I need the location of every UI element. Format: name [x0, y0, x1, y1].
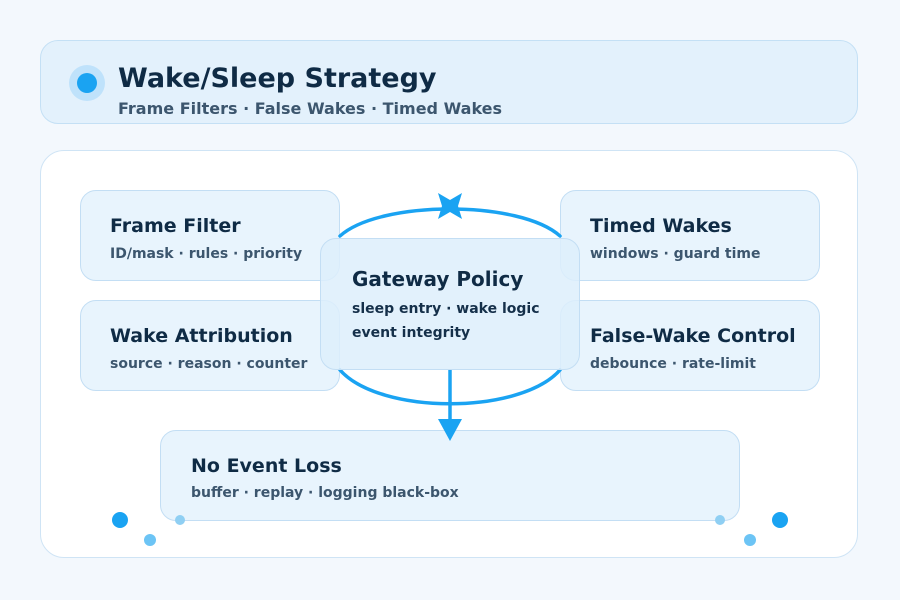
arrow-down-icon — [438, 419, 462, 441]
card-no-event-loss-sub: buffer · replay · logging black-box — [191, 485, 459, 501]
card-false-wake-control-title: False-Wake Control — [590, 325, 796, 347]
card-false-wake-control-sub: debounce · rate-limit — [590, 356, 756, 372]
card-wake-attribution-sub: source · reason · counter — [110, 356, 308, 372]
card-timed-wakes-sub: windows · guard time — [590, 246, 761, 262]
decor-dot-icon — [112, 512, 128, 528]
decor-dot-icon — [744, 534, 756, 546]
status-dot-icon — [69, 65, 105, 101]
card-frame-filter-sub: ID/mask · rules · priority — [110, 246, 303, 262]
card-false-wake-control: False-Wake Control debounce · rate-limit — [560, 300, 820, 391]
status-dot-core — [77, 73, 97, 93]
card-wake-attribution-title: Wake Attribution — [110, 325, 293, 347]
card-timed-wakes: Timed Wakes windows · guard time — [560, 190, 820, 281]
card-no-event-loss-title: No Event Loss — [191, 455, 342, 477]
loop-top-arc — [338, 207, 562, 238]
decor-dot-icon — [715, 515, 725, 525]
card-no-event-loss: No Event Loss buffer · replay · logging … — [160, 430, 740, 521]
card-gateway-policy-title: Gateway Policy — [352, 267, 524, 291]
decor-dot-icon — [175, 515, 185, 525]
decor-dot-icon — [144, 534, 156, 546]
bowtie-marker-icon — [438, 193, 462, 219]
page-subtitle: Frame Filters · False Wakes · Timed Wake… — [118, 99, 503, 118]
card-gateway-policy-line2: event integrity — [352, 325, 471, 341]
page-title: Wake/Sleep Strategy — [118, 63, 437, 94]
card-frame-filter-title: Frame Filter — [110, 215, 241, 237]
card-frame-filter: Frame Filter ID/mask · rules · priority — [80, 190, 340, 281]
card-wake-attribution: Wake Attribution source · reason · count… — [80, 300, 340, 391]
decor-dot-icon — [772, 512, 788, 528]
card-timed-wakes-title: Timed Wakes — [590, 215, 732, 237]
card-gateway-policy: Gateway Policy sleep entry · wake logic … — [320, 238, 580, 370]
header-banner: Wake/Sleep Strategy Frame Filters · Fals… — [40, 40, 858, 124]
card-gateway-policy-line1: sleep entry · wake logic — [352, 301, 540, 317]
